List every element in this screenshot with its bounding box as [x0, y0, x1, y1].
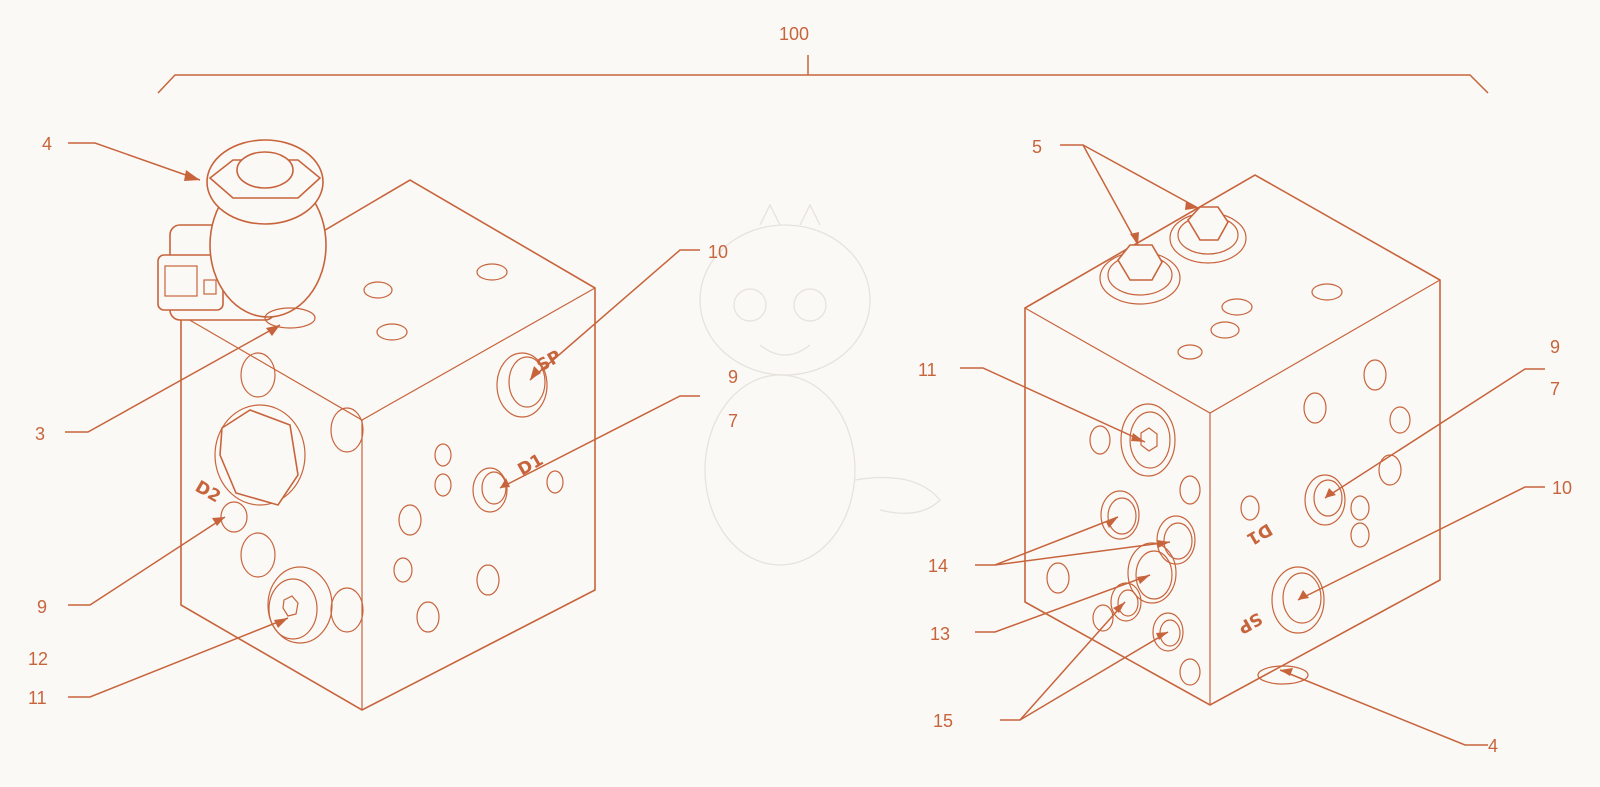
label-right-7: 7: [1550, 379, 1560, 399]
label-left-12: 12: [28, 649, 48, 669]
left-block: [157, 139, 596, 711]
label-left-10: 10: [708, 242, 728, 262]
label-assembly-100: 100: [779, 24, 809, 44]
label-left-4: 4: [42, 134, 52, 154]
label-right-11: 11: [918, 360, 937, 380]
label-left-9-top: 9: [728, 367, 738, 387]
right-block: [1024, 174, 1441, 706]
label-left-11: 11: [28, 688, 47, 708]
label-right-9: 9: [1550, 337, 1560, 357]
label-left-9: 9: [37, 597, 47, 617]
label-right-15: 15: [933, 711, 953, 731]
label-right-4: 4: [1488, 736, 1498, 756]
assembly-bracket: [157, 55, 1489, 94]
label-right-5: 5: [1032, 137, 1042, 157]
leader-lines: [65, 142, 1545, 746]
label-right-13: 13: [930, 624, 950, 644]
label-right-14: 14: [928, 556, 948, 576]
label-right-10: 10: [1552, 478, 1572, 498]
arrowheads: [184, 170, 1336, 676]
callout-labels: 100 4 3 10 9 7 9 12 11 5 11 9 7 10 14 13…: [28, 24, 1572, 756]
label-left-7: 7: [728, 411, 738, 431]
watermark-dragon: [699, 203, 941, 566]
label-left-3: 3: [35, 424, 45, 444]
